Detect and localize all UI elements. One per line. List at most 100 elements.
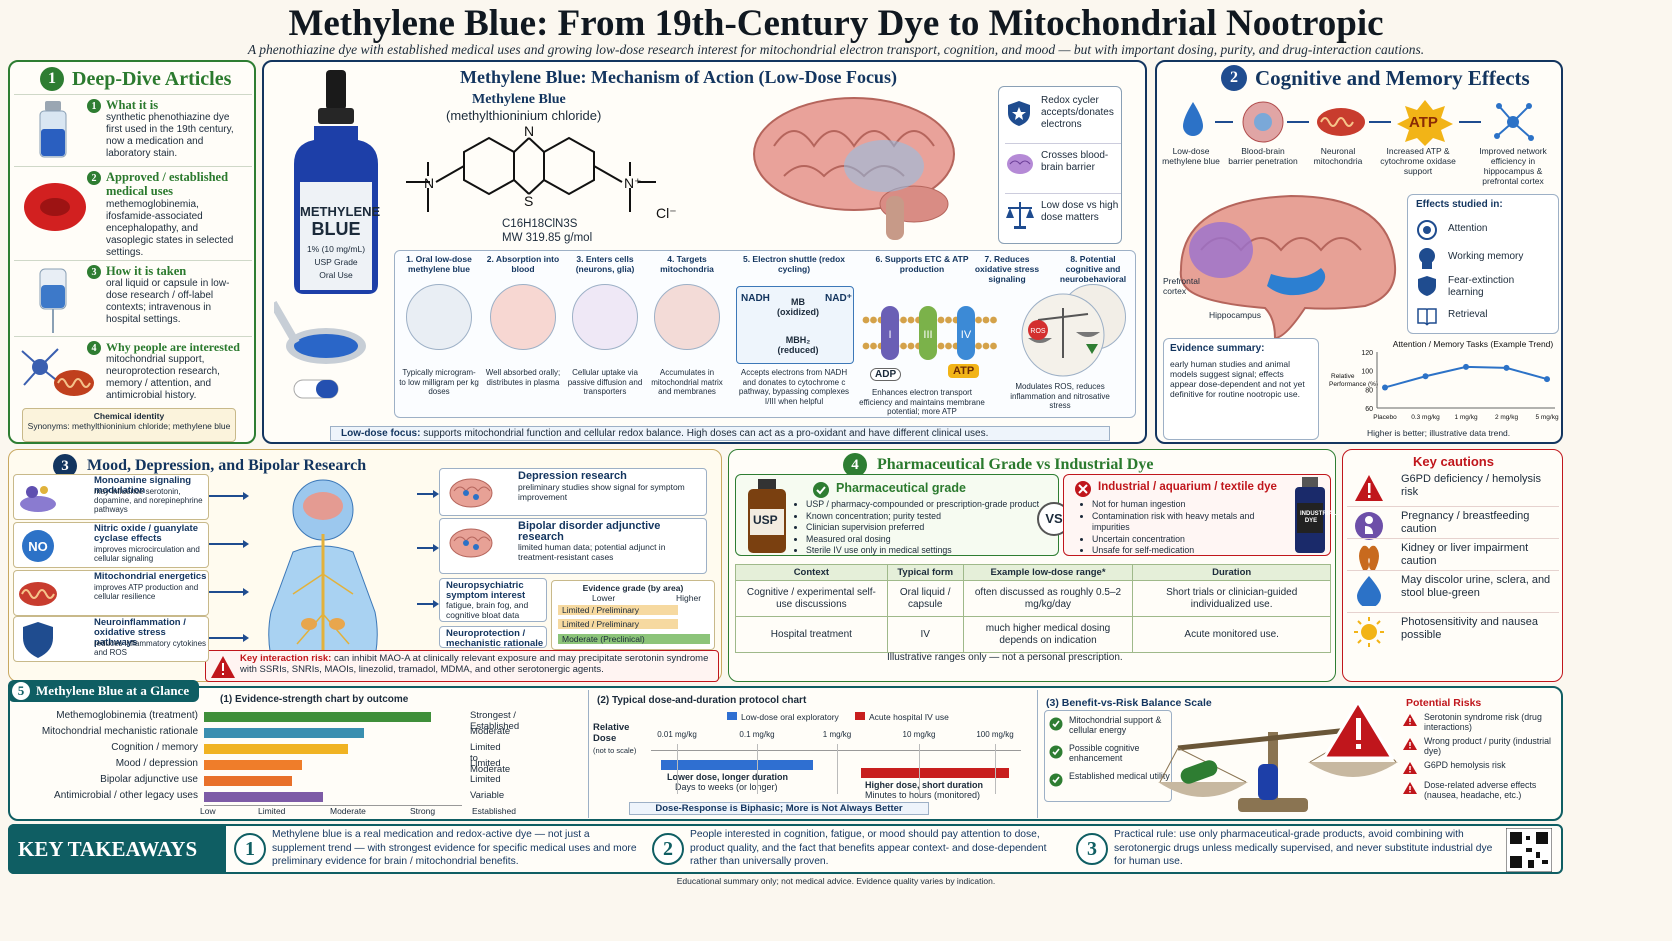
identity-text: Synonyms: methylthioninium chloride; met… bbox=[27, 421, 231, 431]
step-illustration bbox=[572, 284, 638, 350]
section-number: 4 bbox=[843, 453, 867, 477]
svg-text:N⁺: N⁺ bbox=[624, 175, 642, 191]
chemical-structure: N S N N⁺ Cl⁻ bbox=[406, 123, 677, 221]
atp-badge: ATP bbox=[1409, 114, 1438, 131]
pharma-item: Clinician supervision preferred bbox=[806, 522, 1058, 534]
step-title: 1. Oral low-dose methylene blue bbox=[406, 254, 472, 274]
neuron-icon bbox=[21, 348, 94, 396]
sagittal-brain bbox=[1179, 194, 1397, 340]
dose-tick bbox=[677, 744, 678, 794]
bottle-line: Oral Use bbox=[319, 270, 353, 280]
dose-tick-label: 10 mg/kg bbox=[902, 730, 936, 739]
flow-step: Low-dose methylene blue bbox=[1162, 146, 1220, 166]
benefit-text: Mitochondrial support & cellular energy bbox=[1069, 715, 1162, 735]
takeaway-text: Methylene blue is a real medication and … bbox=[272, 829, 637, 867]
mechanism-heading: Methylene Blue: Mechanism of Action (Low… bbox=[460, 67, 897, 87]
table-cell: Cognitive / experimental self-use discus… bbox=[735, 580, 888, 617]
table-cell: often discussed as roughly 0.5–2 mg/kg/d… bbox=[962, 580, 1134, 617]
compound-mw: MW 319.85 g/mol bbox=[502, 232, 593, 244]
dose-ylabel-sub: (not to scale) bbox=[593, 746, 637, 755]
article-item[interactable]: 1 What it is synthetic phenothiazine dye… bbox=[14, 94, 252, 164]
hippocampus-label: Hippocampus bbox=[1209, 310, 1261, 320]
evidence-bar bbox=[204, 744, 348, 754]
trend-point bbox=[1382, 384, 1388, 391]
pharma-item: Known concentration; purity tested bbox=[806, 511, 1058, 523]
brain-icon bbox=[449, 478, 493, 508]
evidence-axis-label: Strong bbox=[410, 806, 436, 816]
risk-item: Serotonin syndrome risk (drug interactio… bbox=[1402, 712, 1560, 736]
x-tick-label: 2 mg/kg bbox=[1495, 414, 1519, 421]
table-header: Duration bbox=[1132, 564, 1331, 581]
pharma-box: USP Pharmaceutical grade USP / pharmacy-… bbox=[735, 474, 1059, 556]
bottle-line: METHYLENE bbox=[300, 204, 381, 219]
footnote-label: Low-dose focus: bbox=[341, 428, 421, 439]
check-icon bbox=[1049, 717, 1063, 731]
mechanism-footnote: Low-dose focus: supports mitochondrial f… bbox=[330, 426, 1110, 441]
grade-note: Illustrative ranges only — not a persona… bbox=[887, 652, 1123, 663]
etc-complex-label: I bbox=[888, 329, 891, 341]
mechanism-title: Monoamine signaling modulation bbox=[94, 475, 192, 496]
low-caption: Lower dose, longer duration bbox=[667, 772, 789, 782]
mitochondrion-icon bbox=[19, 582, 57, 606]
y-tick-label: 80 bbox=[1365, 387, 1373, 394]
evidence-level: Limited bbox=[470, 758, 501, 769]
receptor-icon bbox=[20, 486, 56, 512]
x-tick-label: 1 mg/kg bbox=[1454, 414, 1478, 421]
risk-item: Wrong product / purity (industrial dye) bbox=[1402, 736, 1560, 760]
industrial-bottle-label: INDUSTRIAL DYE bbox=[1300, 511, 1337, 524]
research-arrows bbox=[417, 490, 439, 608]
step-title: 3. Enters cells (neurons, glia) bbox=[575, 254, 635, 274]
no-badge-label: NO bbox=[28, 539, 48, 554]
table-cell: Oral liquid / capsule bbox=[886, 580, 964, 617]
caution-item: May discolor urine, sclera, and stool bl… bbox=[1347, 570, 1559, 610]
ros-scale-illustration: ROS bbox=[1021, 293, 1105, 377]
risk-text: Wrong product / purity (industrial dye) bbox=[1424, 736, 1551, 756]
dose-tick-label: 0.1 mg/kg bbox=[739, 730, 775, 739]
dose-ylabel: Relative Dose bbox=[593, 722, 630, 744]
article-item[interactable]: 2 Approved / established medical uses me… bbox=[14, 166, 252, 260]
page-title: Methylene Blue: From 19th-Century Dye to… bbox=[288, 3, 1384, 44]
prefrontal-label: Prefrontal cortex bbox=[1163, 276, 1200, 296]
step-caption: Modulates ROS, reduces inflammation and … bbox=[1010, 382, 1110, 410]
evidence-axis-label: Low bbox=[200, 806, 216, 816]
effect-label: Working memory bbox=[1448, 251, 1524, 262]
pharma-item: Sterile IV use only in medical settings bbox=[806, 545, 1058, 557]
evidence-level: Variable bbox=[470, 790, 505, 801]
adp-label: ADP bbox=[870, 368, 902, 381]
grade-bar: Limited / Preliminary bbox=[558, 605, 678, 615]
article-item[interactable]: 4 Why people are interested mitochondria… bbox=[14, 336, 252, 406]
trend-point bbox=[1544, 376, 1550, 383]
evidence-level: Strongest / Established bbox=[470, 710, 520, 732]
evidence-row-label: Mood / depression bbox=[115, 758, 198, 769]
footnote-text: supports mitochondrial function and cell… bbox=[423, 428, 989, 439]
property-text: Low dose vs high dose matters bbox=[1041, 200, 1119, 223]
legend-swatch-high bbox=[855, 712, 865, 720]
x-icon bbox=[1075, 481, 1091, 497]
vial-icon bbox=[39, 101, 67, 158]
qr-code-icon bbox=[1506, 828, 1552, 872]
grade-higher: Higher bbox=[676, 593, 702, 603]
caution-item: Pregnancy / breastfeeding caution bbox=[1347, 506, 1559, 540]
item-number: 4 bbox=[87, 341, 101, 355]
article-item[interactable]: 3 How it is taken oral liquid or capsule… bbox=[14, 260, 252, 336]
table-header: Typical form bbox=[886, 564, 964, 581]
mood-mechanism: Neuroinflammation / oxidative stress pat… bbox=[13, 616, 209, 662]
benefit-item: Possible cognitive enhancement bbox=[1049, 743, 1171, 769]
industrial-bottle-icon bbox=[1295, 477, 1325, 553]
table-header: Context bbox=[735, 564, 888, 581]
takeaway-number: 1 bbox=[234, 833, 266, 865]
property-item: Redox cycler accepts/donates electrons bbox=[1005, 93, 1121, 139]
brain-icon bbox=[1007, 154, 1033, 174]
mood-panel: 3 Mood, Depression, and Bipolar Research… bbox=[8, 449, 722, 682]
chart-note: Higher is better; illustrative data tren… bbox=[1367, 428, 1511, 438]
target-icon bbox=[1417, 220, 1437, 240]
research-box: Neuroprotection / mechanistic rationale bbox=[439, 626, 547, 649]
risks-title: Potential Risks bbox=[1406, 697, 1482, 709]
mechanism-text: may influence serotonin, dopamine, and n… bbox=[94, 487, 203, 514]
cognitive-flow: Low-dose methylene blue Blood-brain barr… bbox=[1161, 146, 1561, 186]
footer-disclaimer: Educational summary only; not medical ad… bbox=[676, 876, 996, 886]
